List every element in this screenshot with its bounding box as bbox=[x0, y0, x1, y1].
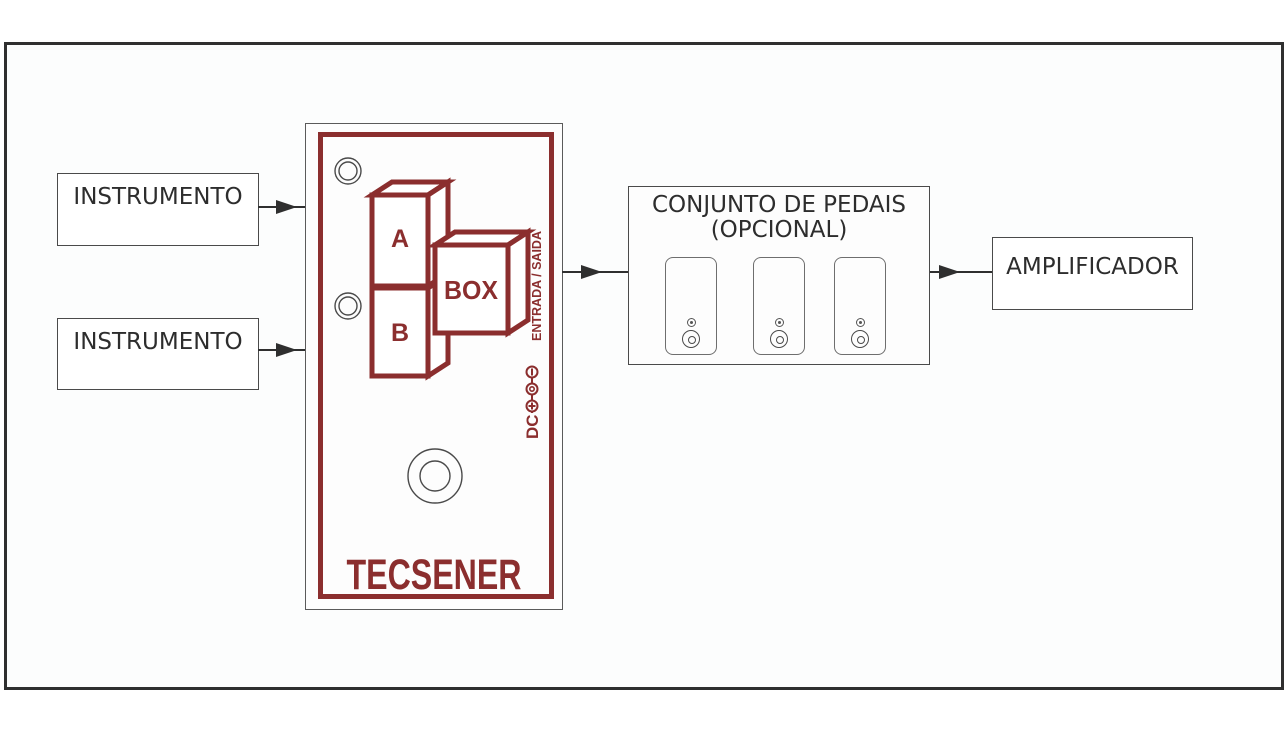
block-box-side-face bbox=[505, 227, 531, 338]
io-label: ENTRADA / SAIDA bbox=[530, 231, 544, 341]
arrow-head-icon bbox=[939, 265, 960, 279]
pedal-set-title: CONJUNTO DE PEDAIS bbox=[651, 192, 907, 218]
footswitch-icon bbox=[682, 330, 700, 348]
pedal-set-subtitle: (OPCIONAL) bbox=[710, 217, 848, 243]
arrow-head-icon bbox=[276, 343, 297, 357]
amplifier-label: AMPLIFICADOR bbox=[1006, 254, 1179, 280]
block-box-front-face bbox=[432, 242, 511, 336]
power-polarity-icon: DC bbox=[523, 365, 542, 439]
pedal-icon bbox=[834, 257, 886, 355]
channel-a-label: A bbox=[391, 225, 409, 253]
block-b-front-face bbox=[369, 285, 431, 379]
knob-icon bbox=[774, 318, 784, 327]
screw-icon bbox=[334, 292, 362, 320]
instrument-top-label: INSTRUMENTO bbox=[73, 184, 243, 210]
ab-box-pedal: A B BOX ENTRADA / SAIDA DC TECSENER bbox=[305, 123, 563, 610]
arrow-head-icon bbox=[276, 200, 297, 214]
knob-icon bbox=[686, 318, 696, 327]
brand-wordmark: TECSENER bbox=[347, 551, 522, 599]
box-word-label: BOX bbox=[444, 275, 499, 305]
amplifier-box: AMPLIFICADOR bbox=[992, 237, 1193, 310]
footswitch-icon bbox=[770, 330, 788, 348]
channel-b-label: B bbox=[391, 319, 409, 347]
block-a-front-face bbox=[369, 192, 431, 289]
footswitch-icon bbox=[407, 448, 463, 504]
arrow-head-icon bbox=[581, 265, 602, 279]
instrument-bottom-label: INSTRUMENTO bbox=[73, 329, 243, 355]
pedal-red-border bbox=[318, 132, 554, 599]
arrow-line-amplifier bbox=[930, 271, 993, 273]
instrument-box-top: INSTRUMENTO bbox=[57, 173, 259, 246]
pedal-set-box: CONJUNTO DE PEDAIS (OPCIONAL) bbox=[628, 186, 930, 365]
ab-box-logo bbox=[363, 177, 537, 381]
pedal-icon bbox=[665, 257, 717, 355]
instrument-box-bottom: INSTRUMENTO bbox=[57, 318, 259, 390]
pedal-icon bbox=[753, 257, 805, 355]
power-label: DC bbox=[523, 414, 542, 439]
knob-icon bbox=[855, 318, 865, 327]
footswitch-icon bbox=[851, 330, 869, 348]
screw-icon bbox=[334, 157, 362, 185]
